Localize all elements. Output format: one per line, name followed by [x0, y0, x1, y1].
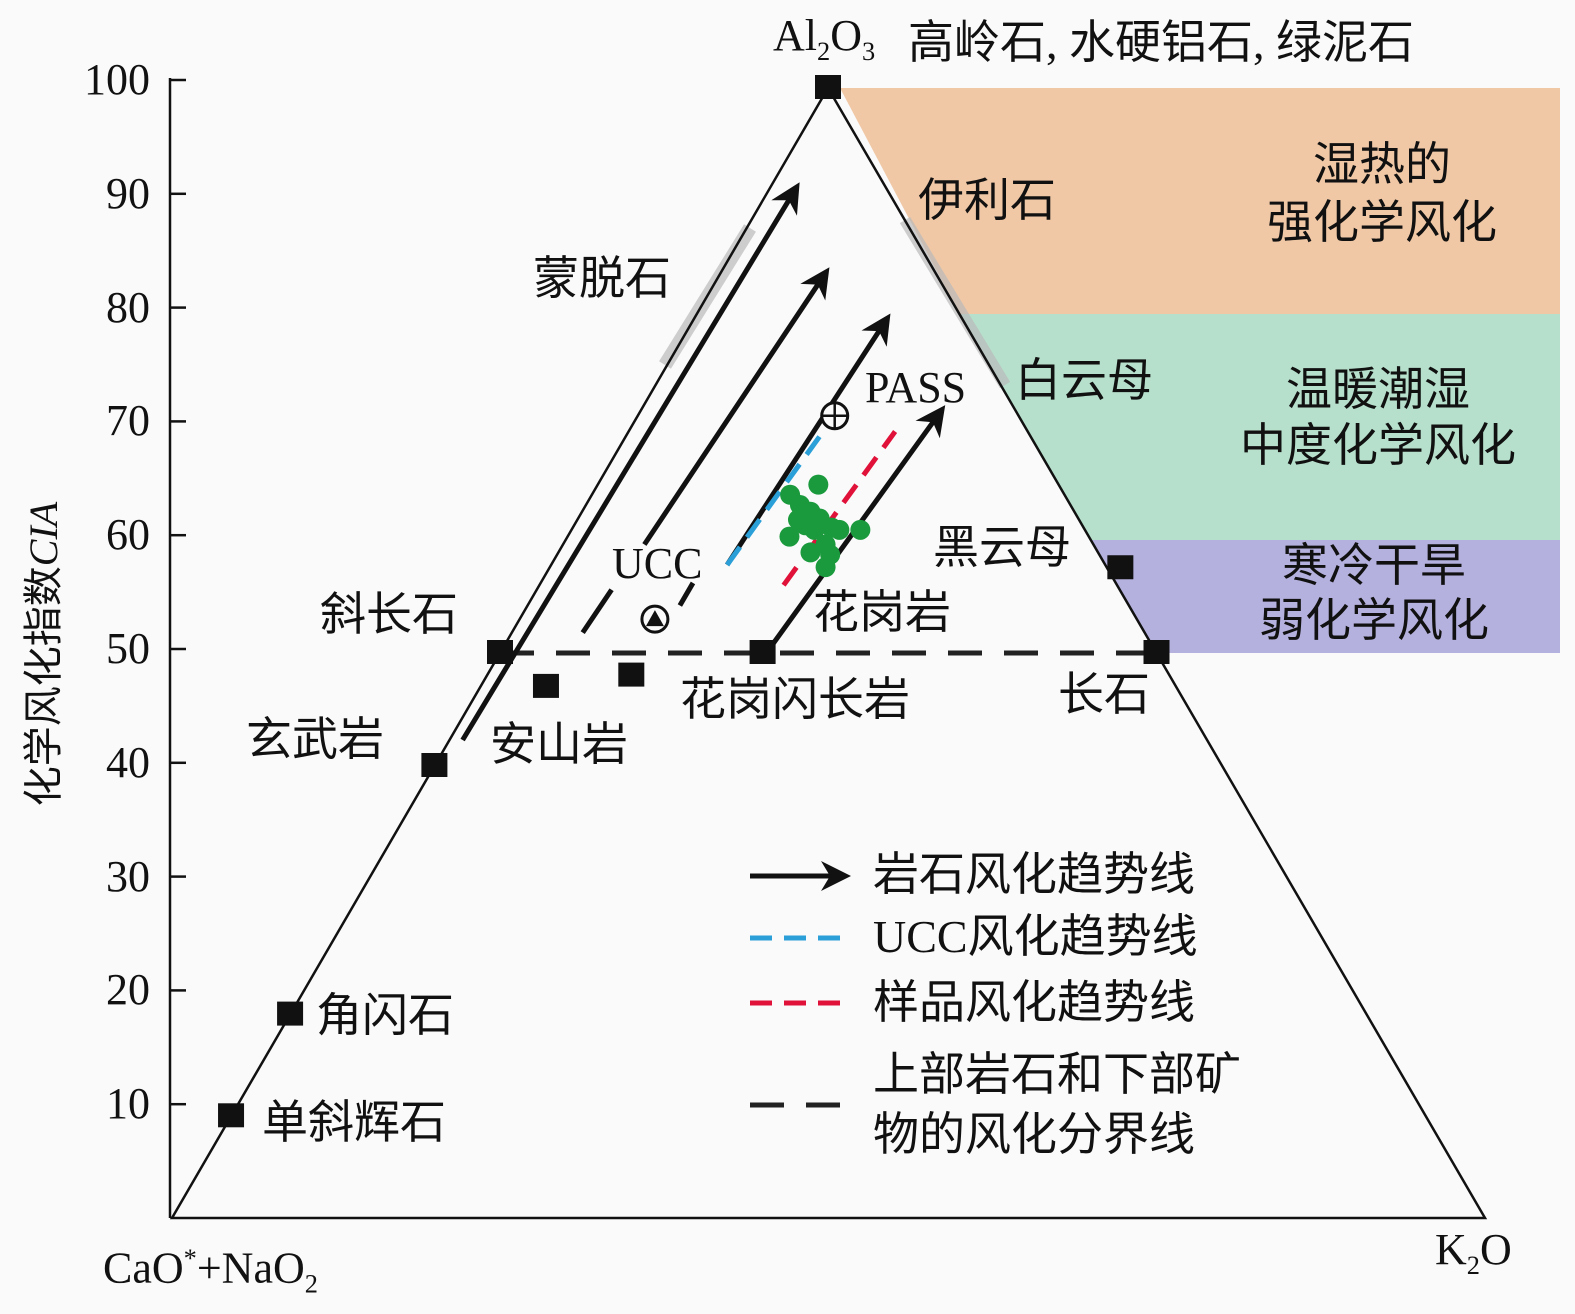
- sample-point-9: [829, 519, 850, 540]
- zone-label-moderate: 中度化学风化: [1240, 420, 1516, 471]
- zone-band-2: [1090, 540, 1560, 653]
- y-tick-label-50: 50: [106, 624, 150, 673]
- y-axis-label: 化学风化指数CIA: [11, 464, 69, 844]
- label-clinopyroxene: 单斜辉石: [262, 1097, 446, 1148]
- mineral-point-8: [1107, 555, 1134, 580]
- label-andesite: 安山岩: [490, 719, 628, 770]
- mineral-point-4: [218, 1103, 245, 1128]
- sample-point-10: [850, 519, 871, 540]
- ucc-triangle-icon: [645, 610, 664, 627]
- rock-weathering-trend-tail-1: [580, 588, 614, 635]
- vertex-k2o: K2O: [1435, 1225, 1512, 1280]
- sample-point-12: [800, 542, 821, 563]
- mineral-point-6: [618, 662, 645, 687]
- rock-weathering-trend-arrow-1: [642, 267, 830, 546]
- mineral-point-3: [277, 1001, 304, 1026]
- y-tick-label-10: 10: [106, 1079, 150, 1129]
- y-tick-label-20: 20: [106, 965, 150, 1015]
- label-feldspar: 长石: [1058, 669, 1150, 720]
- sample-point-14: [815, 557, 836, 578]
- label-illite: 伊利石: [918, 175, 1056, 226]
- legend-label-sample-trend: 样品风化趋势线: [873, 977, 1195, 1028]
- label-plagioclase: 斜长石: [320, 589, 458, 640]
- vertex-cn: CaO*+NaO2: [103, 1243, 318, 1299]
- y-tick-label-40: 40: [106, 737, 150, 787]
- y-axis-label-cia: CIA: [21, 501, 66, 567]
- zone-label-cold-arid: 寒冷干旱: [1282, 540, 1466, 591]
- legend-label-boundary-1: 上部岩石和下部矿: [873, 1049, 1241, 1100]
- y-tick-label-80: 80: [106, 282, 150, 332]
- legend-label-ucc-trend: UCC风化趋势线: [873, 911, 1198, 962]
- sample-point-8: [779, 526, 800, 547]
- zone-band-1: [959, 314, 1560, 540]
- label-biotite: 黑云母: [933, 522, 1071, 573]
- zone-label-strong: 强化学风化: [1267, 197, 1497, 248]
- sample-point-0: [808, 474, 829, 495]
- pass-cross-icon: [821, 402, 848, 429]
- mineral-point-9: [1143, 640, 1170, 664]
- y-tick-label-60: 60: [106, 510, 150, 560]
- label-muscovite: 白云母: [1015, 355, 1153, 406]
- mineral-point-7: [749, 640, 776, 664]
- vertex-al2o3-minerals: 高岭石, 水硬铝石, 绿泥石: [908, 17, 1414, 68]
- ucc-weathering-trend-line: [725, 413, 838, 567]
- label-amphibole: 角闪石: [316, 990, 454, 1041]
- label-ucc: UCC: [612, 539, 703, 588]
- mineral-point-2: [421, 753, 448, 777]
- zone-band-0: [840, 88, 1560, 314]
- y-tick-label-90: 90: [106, 168, 150, 218]
- y-tick-label-30: 30: [106, 851, 150, 901]
- mineral-point-0: [815, 75, 841, 99]
- label-granite: 花岗岩: [813, 587, 951, 638]
- legend-label-rock-trend: 岩石风化趋势线: [873, 849, 1195, 900]
- vertex-al2o3: Al2O3: [773, 11, 876, 66]
- sample-point-6: [804, 519, 825, 540]
- sample-point-15: [787, 509, 808, 530]
- rock-weathering-trend-arrow-0: [460, 182, 800, 742]
- y-axis-label-text: 化学风化指数: [21, 566, 66, 807]
- label-pass: PASS: [865, 363, 967, 412]
- zone-label-humid-hot: 湿热的: [1313, 139, 1451, 190]
- zone-label-weak: 弱化学风化: [1259, 595, 1489, 646]
- label-granodiorite: 花岗闪长岩: [680, 674, 910, 725]
- y-tick-label-70: 70: [106, 396, 150, 446]
- legend-label-boundary-2: 物的风化分界线: [873, 1109, 1195, 1160]
- mineral-point-5: [532, 673, 559, 698]
- label-montmorillonite: 蒙脱石: [533, 253, 671, 304]
- label-basalt: 玄武岩: [246, 714, 384, 765]
- zone-label-warm-humid: 温暖潮湿: [1286, 364, 1470, 415]
- rock-weathering-trend-tail-2: [677, 581, 696, 607]
- y-tick-label-100: 100: [84, 55, 150, 104]
- mineral-point-1: [487, 640, 513, 664]
